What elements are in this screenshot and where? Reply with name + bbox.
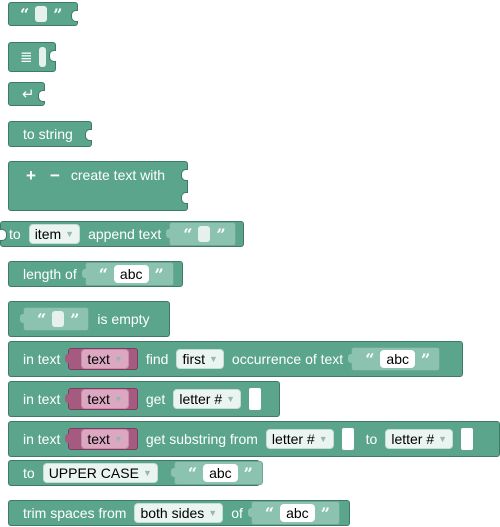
in-text-label: in text [23, 391, 61, 407]
to-label: to [365, 431, 378, 447]
close-quote-icon: ” [53, 4, 63, 24]
from-mode-dropdown[interactable]: letter #▼ [265, 429, 334, 449]
get-substring-block[interactable]: in text text▼ get substring from letter … [8, 421, 500, 457]
text-value[interactable]: abc [380, 350, 415, 368]
minus-icon[interactable]: − [49, 166, 60, 185]
newline-block[interactable]: ↵ [8, 82, 45, 106]
get-substring-label: get substring from [145, 431, 258, 447]
in-text-label: in text [23, 351, 61, 367]
text-field[interactable] [52, 311, 65, 327]
text-field[interactable] [198, 226, 211, 242]
chevron-down-icon: ▼ [208, 508, 218, 518]
close-quote-icon: ” [216, 224, 226, 244]
text-variable-block[interactable]: text▼ [65, 388, 138, 410]
in-text-label: in text [23, 431, 61, 447]
is-empty-block[interactable]: “ ” is empty [8, 301, 170, 337]
close-quote-icon: ” [420, 349, 431, 369]
to-label: to [23, 465, 35, 481]
to-number-socket[interactable] [461, 428, 474, 450]
chevron-down-icon: ▼ [142, 468, 152, 478]
text-variable-dropdown[interactable]: text▼ [81, 349, 129, 369]
get-letter-block[interactable]: in text text▼ get letter #▼ [8, 381, 280, 417]
text-block[interactable]: “ ” [8, 2, 78, 26]
length-of-block[interactable]: length of “ abc ” [8, 261, 183, 287]
number-input-socket[interactable] [249, 388, 262, 410]
chevron-down-icon: ▼ [438, 434, 448, 444]
is-empty-label: is empty [97, 311, 150, 327]
text-value[interactable]: abc [280, 504, 315, 522]
text-variable-dropdown[interactable]: text▼ [81, 389, 129, 409]
text-input-block[interactable]: “ abc ” [247, 501, 340, 525]
plus-icon[interactable]: + [26, 166, 36, 185]
open-quote-icon: “ [264, 503, 275, 523]
from-number-socket[interactable] [341, 428, 354, 450]
create-text-label: create text with [70, 167, 166, 183]
change-case-block[interactable]: to UPPER CASE▼ “ abc ” [8, 460, 263, 486]
text-input-block[interactable]: “ ” [19, 307, 90, 331]
open-quote-icon: “ [20, 4, 30, 24]
text-input-block[interactable]: “ abc ” [348, 347, 441, 371]
find-occurrence-block[interactable]: in text text▼ find first▼ occurrence of … [8, 341, 463, 377]
item-variable-dropdown[interactable]: item▼ [28, 224, 81, 244]
chevron-down-icon: ▼ [226, 394, 236, 404]
get-label: get [145, 391, 166, 407]
newline-icon: ↵ [22, 86, 35, 103]
occurrence-label: occurrence of text [231, 351, 344, 367]
multiline-icon: ≣ [20, 49, 33, 66]
close-quote-icon: ” [243, 463, 253, 483]
text-value[interactable]: abc [113, 265, 149, 283]
to-string-block[interactable]: to string [8, 121, 92, 147]
to-mode-dropdown[interactable]: letter #▼ [385, 429, 454, 449]
chevron-down-icon: ▼ [113, 434, 123, 444]
text-variable-block[interactable]: text▼ [65, 348, 138, 370]
text-input-block[interactable]: “ ” [166, 222, 236, 246]
close-quote-icon: ” [70, 309, 80, 329]
append-text-label: append text [88, 226, 162, 242]
chevron-down-icon: ▼ [65, 229, 75, 239]
of-label: of [231, 505, 243, 521]
text-value[interactable]: abc [203, 464, 238, 482]
to-label: to [9, 226, 21, 242]
text-input-block[interactable]: “ abc ” [81, 262, 174, 286]
close-quote-icon: ” [154, 264, 164, 284]
find-mode-dropdown[interactable]: first▼ [176, 349, 224, 369]
trim-mode-dropdown[interactable]: both sides▼ [134, 503, 224, 523]
chevron-down-icon: ▼ [113, 394, 123, 404]
text-variable-block[interactable]: text▼ [65, 428, 138, 450]
open-quote-icon: “ [98, 264, 108, 284]
multiline-text-block[interactable]: ≣ [8, 42, 56, 72]
create-text-block[interactable]: + − create text with [8, 161, 188, 211]
open-quote-icon: “ [37, 309, 47, 329]
find-label: find [145, 351, 169, 367]
chevron-down-icon: ▼ [209, 354, 218, 364]
case-mode-dropdown[interactable]: UPPER CASE▼ [42, 463, 158, 483]
trim-label: trim spaces from [23, 505, 127, 521]
to-string-label: to string [23, 126, 73, 142]
text-variable-dropdown[interactable]: text▼ [81, 429, 129, 449]
chevron-down-icon: ▼ [113, 354, 123, 364]
open-quote-icon: “ [365, 349, 375, 369]
open-quote-icon: “ [187, 463, 198, 483]
length-of-label: length of [23, 266, 77, 282]
open-quote-icon: “ [183, 224, 193, 244]
trim-block[interactable]: trim spaces from both sides▼ of “ abc ” [8, 500, 350, 526]
append-text-block[interactable]: to item▼ append text “ ” [0, 221, 244, 247]
close-quote-icon: ” [320, 503, 330, 523]
text-input-block[interactable]: “ abc ” [170, 461, 263, 485]
text-field[interactable] [35, 6, 48, 22]
multiline-field[interactable] [38, 47, 46, 67]
letter-mode-dropdown[interactable]: letter #▼ [173, 389, 242, 409]
chevron-down-icon: ▼ [318, 434, 328, 444]
